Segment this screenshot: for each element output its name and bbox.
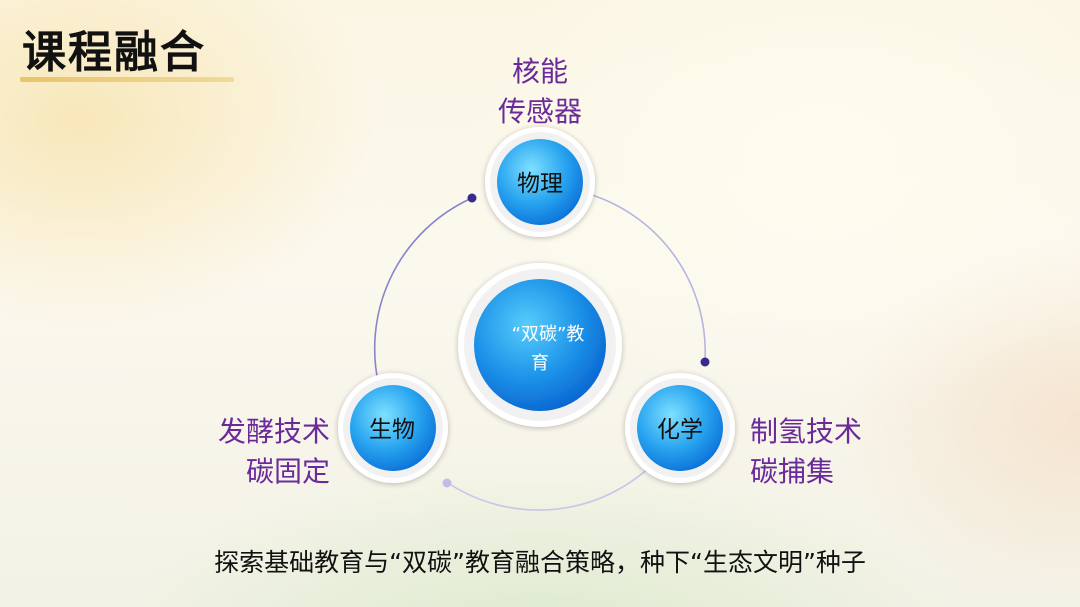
node-physics-label: 物理 [517, 171, 563, 197]
arc-chemistry-to-biology [447, 461, 656, 511]
node-chemistry-label: 化学 [657, 417, 703, 443]
page-title: 课程融合 [22, 27, 206, 78]
physics-note-1: 核能 [511, 55, 568, 88]
node-physics [485, 127, 595, 237]
arc-physics-to-chemistry [591, 194, 706, 361]
physics-notes: 核能 传感器 [440, 52, 640, 132]
center-node [458, 263, 622, 427]
arrow-head-physics [467, 193, 477, 203]
biology-note-1: 发酵技术 [217, 415, 330, 448]
title-underline [20, 77, 234, 82]
chemistry-notes: 制氢技术 碳捕集 [750, 412, 862, 492]
physics-note-2: 传感器 [497, 95, 582, 128]
node-biology-label: 生物 [369, 417, 415, 443]
biology-note-2: 碳固定 [245, 455, 330, 488]
node-chemistry [625, 373, 735, 483]
arc-biology-to-physics [373, 197, 473, 391]
center-label-line2: 育 [531, 353, 549, 374]
chemistry-note-2: 碳捕集 [750, 455, 835, 488]
center-label-line1: “双碳”教 [512, 324, 585, 345]
node-biology [338, 373, 448, 483]
arrow-head-chemistry [700, 357, 710, 367]
arrow-head-biology [442, 478, 452, 488]
biology-notes: 发酵技术 碳固定 [218, 412, 330, 492]
slide-caption: 探索基础教育与“双碳”教育融合策略，种下“生态文明”种子 [214, 548, 866, 577]
chemistry-note-1: 制氢技术 [750, 415, 863, 448]
